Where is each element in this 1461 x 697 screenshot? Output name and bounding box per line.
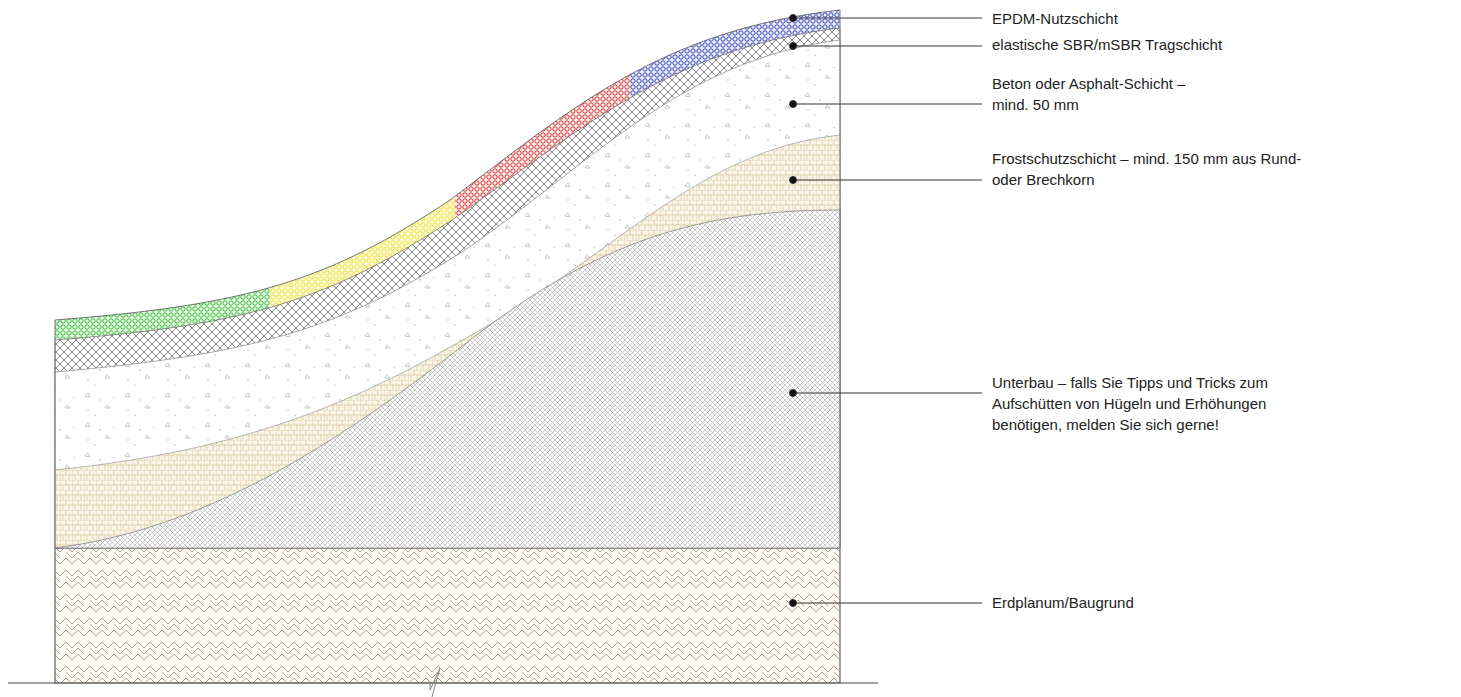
leader-dot: [790, 390, 797, 397]
layer-label: Erdplanum/Baugrund: [992, 592, 1412, 613]
base-fill: [55, 210, 840, 548]
subgrade: [55, 548, 840, 683]
break-mark: [430, 668, 440, 697]
epdm-green: [55, 10, 270, 548]
leader-line: [793, 104, 982, 105]
leaders: [790, 15, 983, 607]
layer-label: Frostschutzschicht – mind. 150 mm aus Ru…: [992, 148, 1332, 190]
leader-line: [793, 180, 982, 181]
leader-line: [793, 18, 982, 19]
layer-label: Unterbau – falls Sie Tipps und Tricks zu…: [992, 372, 1322, 435]
epdm-yellow: [270, 10, 455, 548]
epdm-blue: [630, 10, 840, 548]
frost-layer: [55, 135, 840, 548]
leader-dot: [790, 15, 797, 22]
concrete-layer: [55, 40, 840, 548]
layer-label: Beton oder Asphalt-Schicht – mind. 50 mm: [992, 73, 1217, 115]
leader-dot: [790, 43, 797, 50]
layer-label: elastische SBR/mSBR Tragschicht: [992, 34, 1412, 55]
leader-dot: [790, 600, 797, 607]
surface-line: [55, 10, 840, 320]
ground-line: [8, 683, 878, 684]
sbr-layer: [55, 28, 840, 548]
layer-label: EPDM-Nutzschicht: [992, 8, 1412, 29]
edge-line: [840, 10, 841, 683]
leader-line: [793, 46, 982, 47]
leader-line: [793, 603, 982, 604]
leader-line: [793, 393, 982, 394]
epdm-red: [455, 10, 630, 548]
edge-line: [55, 320, 56, 683]
leader-dot: [790, 177, 797, 184]
leader-dot: [790, 101, 797, 108]
section-fills: [8, 10, 878, 697]
